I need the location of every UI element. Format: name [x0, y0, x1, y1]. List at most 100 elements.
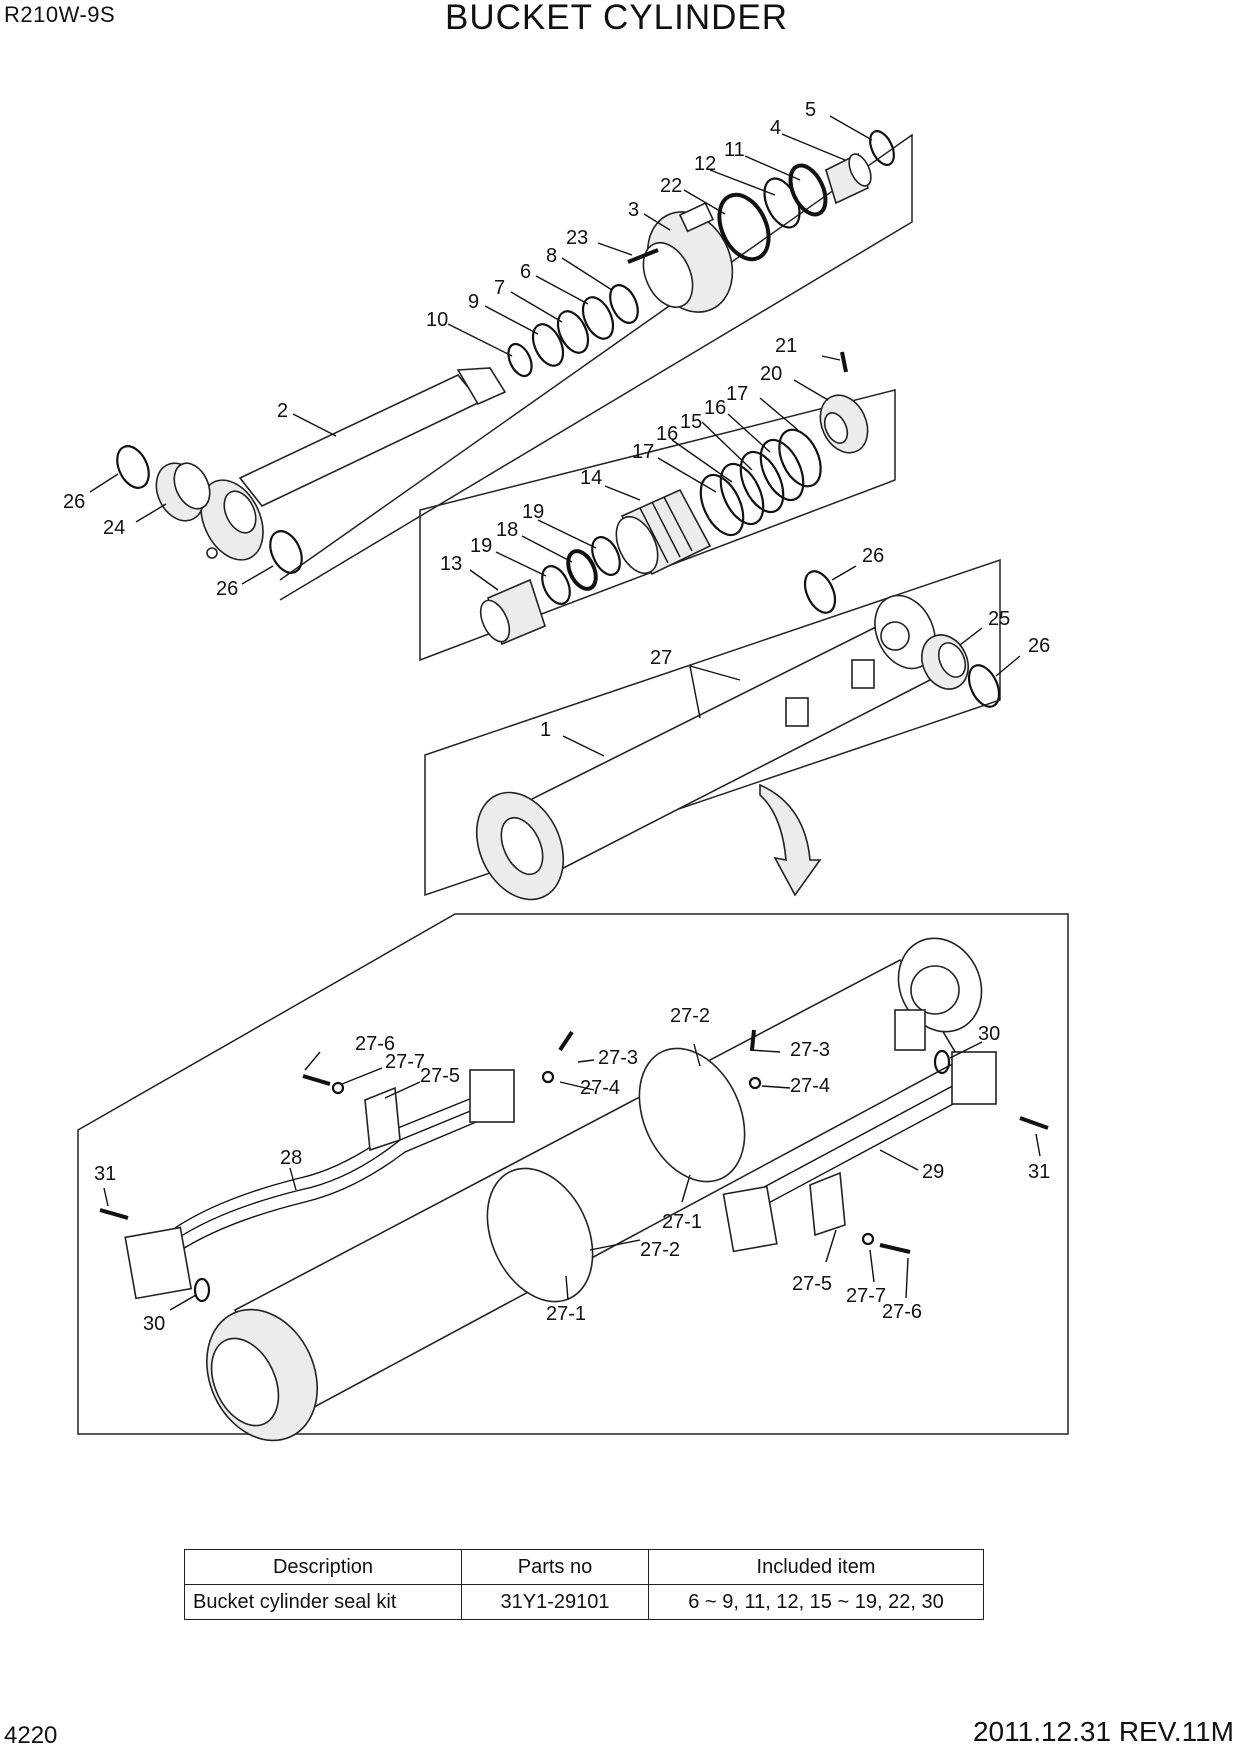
oring-30-right — [933, 1049, 951, 1075]
frame-piston-group — [419, 389, 896, 662]
washer-27-4-right — [748, 1076, 762, 1090]
bushing-4 — [825, 152, 872, 205]
callout-25: 25 — [988, 608, 1010, 630]
clamp-band-27-2a — [486, 1167, 594, 1303]
callout-29: 29 — [922, 1161, 944, 1183]
callout-20: 20 — [760, 363, 782, 385]
callout-9: 9 — [468, 291, 479, 313]
callout-11: 11 — [724, 139, 745, 161]
page-number: 4220 — [4, 1722, 58, 1749]
callout-24: 24 — [103, 517, 125, 539]
ring-7 — [556, 310, 590, 354]
pipe-29 — [739, 1081, 969, 1215]
leader-lines — [89, 115, 1041, 1311]
washer-27-4-left — [541, 1070, 555, 1084]
cell-included-item: 6 ~ 9, 11, 12, 15 ~ 19, 22, 30 — [648, 1584, 984, 1620]
flange-28-left — [124, 1226, 193, 1300]
callout-5: 5 — [805, 99, 816, 121]
callout-27-7-left: 27-7 — [385, 1051, 425, 1073]
ring-11 — [788, 163, 828, 217]
callout-6: 6 — [520, 261, 531, 283]
ring-18 — [566, 549, 598, 591]
bolt-27-6-right — [879, 1243, 911, 1254]
callout-4: 4 — [770, 117, 781, 139]
set-screw-21 — [840, 351, 848, 373]
callout-30-left: 30 — [143, 1313, 165, 1335]
page-title: BUCKET CYLINDER — [445, 0, 789, 37]
callout-31-right: 31 — [1028, 1161, 1050, 1183]
callout-8: 8 — [546, 245, 557, 267]
callout-27: 27 — [650, 647, 672, 669]
bracket-27-5-left — [364, 1086, 401, 1152]
callout-16b: 16 — [656, 423, 678, 445]
callout-27-4-right: 27-4 — [790, 1075, 830, 1097]
callout-22: 22 — [660, 175, 682, 197]
washer-27-7-right — [861, 1232, 875, 1246]
callout-27-1-left: 27-1 — [546, 1303, 586, 1325]
callout-10: 10 — [426, 309, 448, 331]
callout-27-6-left: 27-6 — [355, 1033, 395, 1055]
bushing-25 — [921, 634, 969, 690]
cell-parts-no: 31Y1-29101 — [461, 1584, 649, 1620]
flange-28-right — [469, 1069, 515, 1123]
callout-2: 2 — [277, 400, 288, 422]
flange-29-left — [722, 1185, 778, 1253]
ring-16a — [719, 462, 765, 526]
callout-26d: 26 — [1028, 635, 1050, 657]
bolt-27-3-left — [558, 1030, 574, 1052]
ring-6 — [581, 296, 615, 340]
bolt-31-right — [1019, 1116, 1049, 1130]
callout-17b: 17 — [632, 441, 654, 463]
callout-27-3-right: 27-3 — [790, 1039, 830, 1061]
callout-15: 15 — [680, 411, 702, 433]
bracket-27-5-right — [809, 1171, 846, 1237]
callout-18: 18 — [496, 519, 518, 541]
ring-22 — [717, 192, 771, 262]
callout-27-5-left: 27-5 — [420, 1065, 460, 1087]
ring-19a — [541, 565, 571, 605]
callout-12: 12 — [694, 153, 716, 175]
model-number: R210W-9S — [4, 2, 116, 27]
callout-26a: 26 — [63, 491, 85, 513]
bolt-27-6-left — [302, 1074, 331, 1086]
pipe-28 — [174, 1104, 486, 1241]
frame-tube-group — [424, 558, 1001, 897]
clamp-band-27-2b — [638, 1047, 746, 1183]
callout-27-6-right: 27-6 — [882, 1301, 922, 1323]
callout-27-4-left: 27-4 — [580, 1077, 620, 1099]
bolt-31-left — [99, 1208, 129, 1220]
header-parts-no: Parts no — [461, 1549, 649, 1585]
table-row: Bucket cylinder seal kit 31Y1-29101 6 ~ … — [184, 1584, 984, 1620]
callout-19a: 19 — [522, 501, 544, 523]
callout-27-7-right: 27-7 — [846, 1285, 886, 1307]
callout-14: 14 — [580, 467, 602, 489]
header-included-item: Included item — [648, 1549, 984, 1585]
callout-30-right: 30 — [978, 1023, 1000, 1045]
cylinder-tube-1 — [475, 594, 936, 901]
frame-rod-group — [279, 133, 913, 601]
callout-21: 21 — [775, 335, 797, 357]
callout-13: 13 — [440, 553, 462, 575]
callout-17a: 17 — [726, 383, 748, 405]
ring-26b — [269, 530, 303, 574]
callout-19b: 19 — [470, 535, 492, 557]
callout-23: 23 — [566, 227, 588, 249]
ring-10 — [507, 342, 533, 378]
bolt-27-3-right — [750, 1029, 756, 1051]
piston-rod — [200, 367, 507, 561]
ring-8 — [609, 284, 639, 324]
callout-27-3-left: 27-3 — [598, 1047, 638, 1069]
callout-27-2-top: 27-2 — [670, 1005, 710, 1027]
assembly-arrow-icon — [759, 783, 822, 897]
header-description: Description — [184, 1549, 462, 1585]
frame-assembly — [77, 913, 1069, 1435]
cushion-13 — [479, 578, 546, 646]
flange-29-right — [951, 1051, 997, 1105]
callout-3: 3 — [628, 199, 639, 221]
cell-description: Bucket cylinder seal kit — [184, 1584, 462, 1620]
ring-26c — [803, 570, 837, 614]
callout-27-5-right: 27-5 — [792, 1273, 832, 1295]
revision-date: 2011.12.31 REV.11M — [972, 1716, 1234, 1747]
assembled-tube — [206, 937, 983, 1442]
